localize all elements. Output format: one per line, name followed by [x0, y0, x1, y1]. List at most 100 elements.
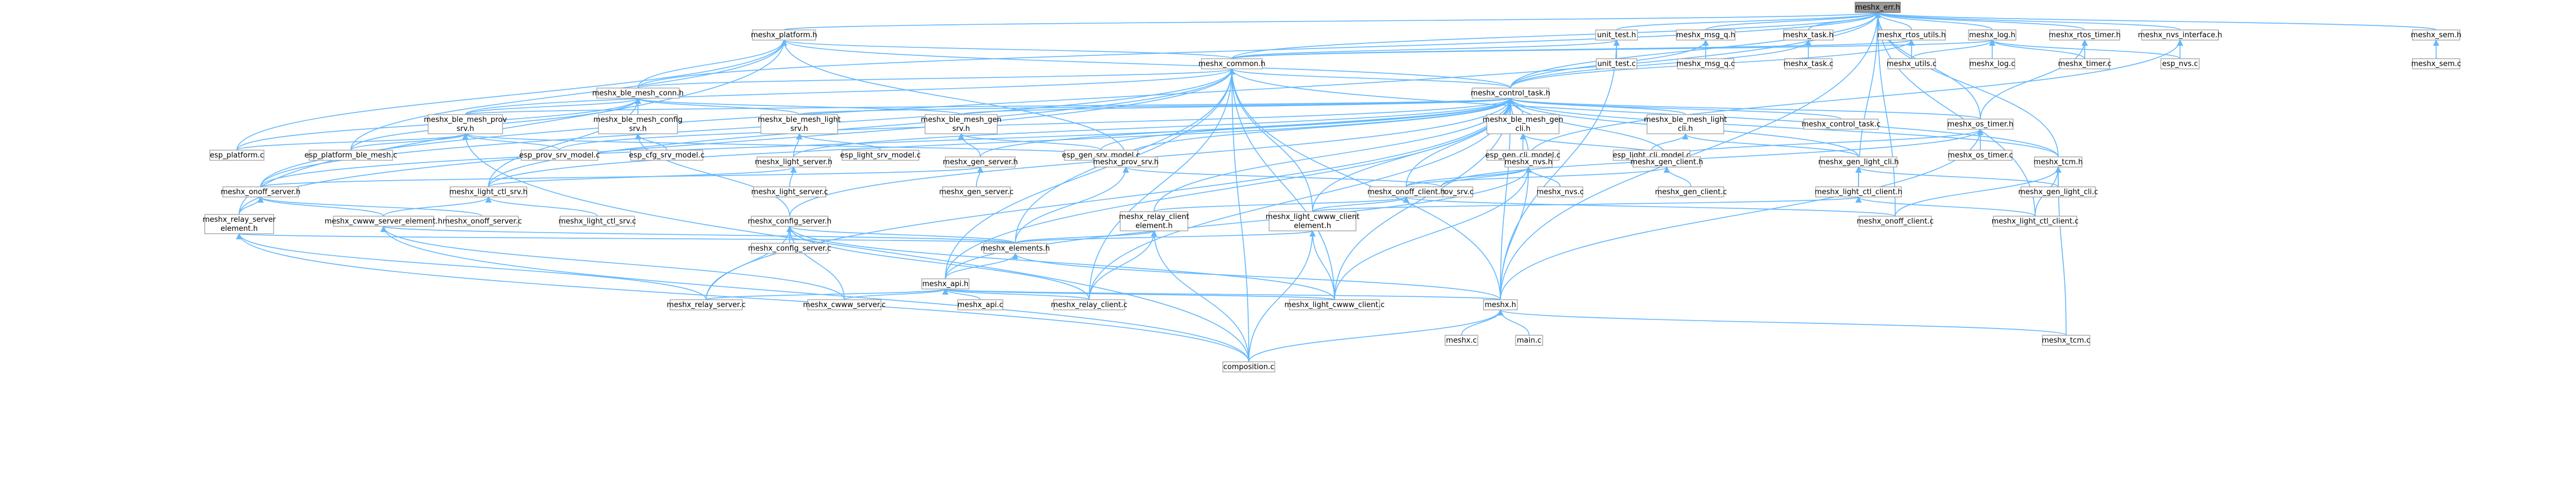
file-node[interactable]: meshx_light_ctl_srv.c — [558, 216, 636, 227]
dependency-edge — [706, 225, 793, 300]
file-node-label: meshx_api.c — [958, 301, 1003, 309]
file-node[interactable]: composition.c — [1222, 361, 1275, 373]
file-node[interactable]: meshx_relay_client.c — [1051, 299, 1128, 310]
file-node[interactable]: meshx_nvs_interface.h — [2138, 29, 2222, 41]
file-node[interactable]: meshx_common.h — [1199, 58, 1266, 69]
dependency-edge — [1895, 166, 2062, 217]
file-node[interactable]: meshx_timer.c — [2058, 58, 2112, 69]
dependency-edge — [781, 39, 1126, 157]
file-node[interactable]: meshx_onoff_server.h — [221, 186, 301, 198]
file-node[interactable]: meshx_control_task.h — [1470, 87, 1551, 99]
file-node[interactable]: unit_test.h — [1595, 29, 1638, 41]
file-node-label: meshx_elements.h — [981, 244, 1050, 253]
file-node[interactable]: meshx_api.c — [957, 299, 1003, 310]
file-node-box — [1784, 58, 1833, 69]
file-node[interactable]: meshx_gen_server.c — [939, 186, 1014, 198]
file-node[interactable]: meshx_ble_mesh_conn.h — [592, 87, 684, 99]
file-node-label: cli.h — [1516, 125, 1531, 133]
file-node-box — [446, 216, 519, 227]
file-node[interactable]: meshx_task.h — [1783, 29, 1834, 41]
file-node[interactable]: meshx_api.h — [921, 278, 970, 290]
dependency-edge — [943, 288, 1335, 300]
file-node[interactable]: meshx_light_server.c — [751, 186, 828, 198]
dependency-edge — [1874, 11, 2181, 30]
file-node[interactable]: meshx_light_server.h — [755, 156, 833, 168]
file-node[interactable]: meshx_control_task.c — [1802, 119, 1881, 130]
file-node[interactable]: meshx_cwww_server_element.h — [324, 216, 443, 227]
file-node-label: meshx_log.h — [1969, 31, 2015, 40]
file-node[interactable]: meshx_platform.h — [751, 29, 817, 41]
file-node[interactable]: meshx_config_server.h — [748, 216, 831, 227]
file-node[interactable]: meshx_log.c — [1969, 58, 2015, 69]
file-node[interactable]: meshx_light_cwww_client.c — [1284, 299, 1385, 310]
file-node[interactable]: meshx_cwww_server.c — [803, 299, 886, 310]
dependency-edge — [1980, 39, 2088, 120]
file-node[interactable]: meshx_onoff_server.c — [443, 216, 522, 227]
file-node[interactable]: meshx_config_server.c — [748, 243, 831, 254]
file-node[interactable]: meshx_gen_client.h — [1631, 156, 1703, 168]
file-node[interactable]: meshx_tcm.c — [2042, 335, 2090, 346]
file-node[interactable]: meshx_light_ctl_srv.h — [450, 186, 528, 198]
file-node[interactable]: meshx_sem.h — [2411, 29, 2461, 41]
file-node[interactable]: meshx_onoff_client.c — [1857, 216, 1934, 227]
file-node[interactable]: esp_platform.c — [209, 150, 265, 161]
file-node[interactable]: meshx_os_timer.c — [1948, 150, 2013, 161]
file-node-label: meshx_light_cwww_client.c — [1284, 301, 1385, 309]
file-node[interactable]: esp_light_srv_model.c — [840, 150, 921, 161]
file-node[interactable]: meshx_gen_server.h — [943, 156, 1018, 168]
file-node[interactable]: meshx_relay_server.c — [667, 299, 746, 310]
dependency-edge — [1500, 39, 1620, 300]
file-node[interactable]: unit_test.c — [1596, 58, 1637, 69]
dependency-edge — [943, 288, 1501, 300]
file-node[interactable]: meshx_light_ctl_client.h — [1815, 186, 1903, 198]
file-node[interactable]: meshx_elements.h — [981, 243, 1050, 254]
file-node[interactable]: meshx_utils.c — [1887, 58, 1936, 69]
file-node[interactable]: esp_cfg_srv_model.c — [629, 150, 704, 161]
file-node[interactable]: esp_platform_ble_mesh.c — [305, 150, 398, 161]
file-node[interactable]: meshx_nvs.c — [1536, 186, 1584, 198]
file-node[interactable]: meshx_onoff_client.h — [1367, 186, 1445, 198]
file-node[interactable]: meshx_task.c — [1784, 58, 1834, 69]
file-node[interactable]: meshx_tcm.h — [2033, 156, 2083, 168]
file-node[interactable]: meshx_light_ctl_client.c — [1992, 216, 2079, 227]
dependency-edge — [381, 225, 1016, 244]
file-node-box — [1486, 114, 1560, 134]
file-node[interactable]: meshx_log.h — [1968, 29, 2016, 41]
file-node-label: meshx_config_server.h — [748, 217, 831, 226]
file-node[interactable]: meshx_nvs.h — [1504, 156, 1553, 168]
file-node[interactable]: meshx_os_timer.h — [1947, 119, 2014, 130]
file-node-box — [670, 299, 743, 310]
file-node[interactable]: meshx_gen_client.c — [1655, 186, 1727, 198]
file-node[interactable]: main.c — [1515, 335, 1543, 346]
file-node-label: main.c — [1517, 336, 1542, 345]
dependency-edge — [1403, 196, 1896, 217]
file-node-box — [1201, 58, 1263, 69]
file-node[interactable]: esp_prov_srv_model.c — [519, 150, 600, 161]
file-node[interactable]: meshx.h — [1483, 299, 1518, 310]
file-node[interactable]: meshx_rtos_utils.h — [1877, 29, 1946, 41]
file-node[interactable]: esp_nvs.c — [2160, 58, 2200, 69]
file-node[interactable]: meshx.c — [1445, 335, 1478, 346]
file-node[interactable]: meshx_msg_q.h — [1676, 29, 1736, 41]
file-node[interactable]: meshx_msg_q.c — [1676, 58, 1735, 69]
file-node[interactable]: meshx_gen_light_cli.h — [1818, 156, 1899, 168]
file-node[interactable]: meshx_sem.c — [2411, 58, 2461, 69]
file-node-box — [2160, 58, 2200, 69]
file-node-box — [209, 150, 265, 161]
dependency-edge — [380, 225, 845, 300]
file-node-label: meshx_relay_server — [202, 216, 276, 224]
file-node-label: meshx_relay_server.c — [667, 301, 746, 309]
root-file-node[interactable]: meshx_err.h — [1855, 2, 1901, 13]
file-node[interactable]: meshx_prov_srv.h — [1093, 156, 1159, 168]
file-node[interactable]: meshx_gen_light_cli.c — [2018, 186, 2098, 198]
file-node[interactable]: meshx_rtos_timer.h — [2049, 29, 2121, 41]
